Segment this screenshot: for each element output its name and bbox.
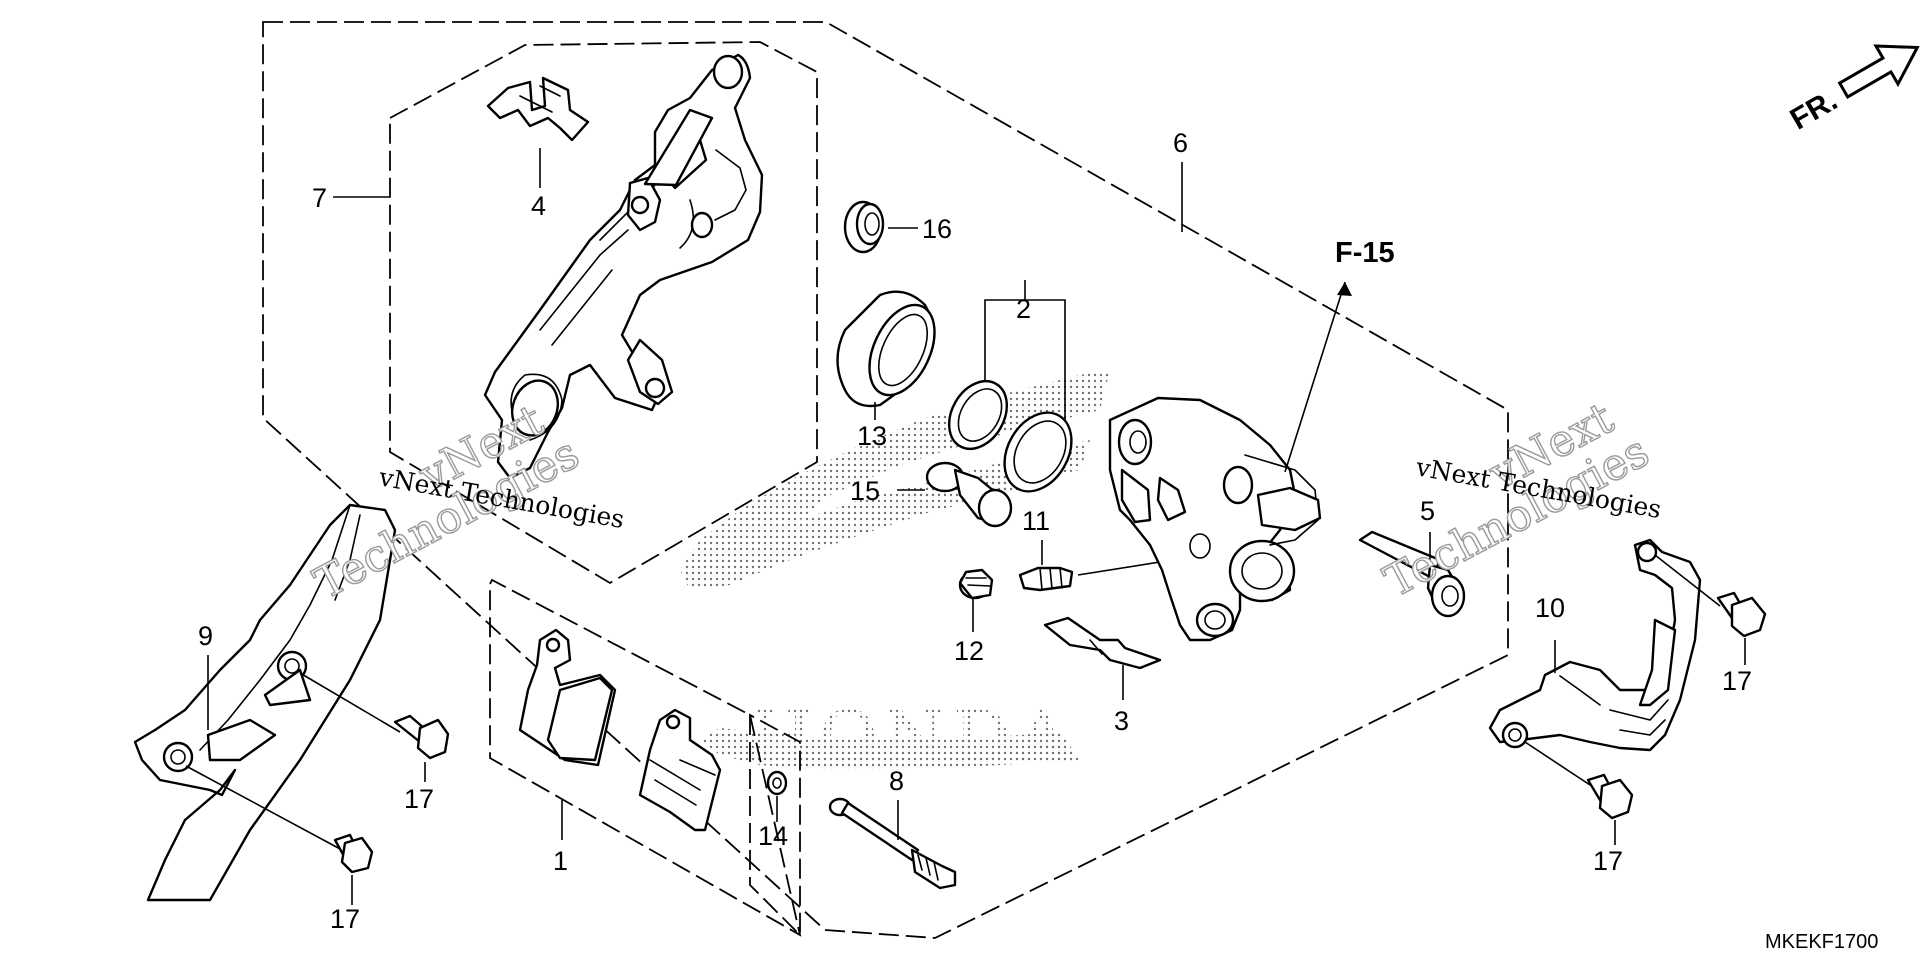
leader-9-bolt-b	[185, 765, 343, 851]
callout-5: 5	[1420, 496, 1435, 526]
callout-17a: 17	[404, 784, 434, 814]
disc-guard	[133, 503, 397, 902]
callout-11: 11	[1022, 506, 1050, 536]
callout-16: 16	[922, 214, 952, 244]
diagram-code: MKEKF1700	[1765, 931, 1878, 953]
brake-caliper-body	[1108, 396, 1322, 642]
leader-10-bolt-a	[1654, 554, 1721, 607]
pad-pin	[828, 797, 957, 890]
assembly-outline-6	[262, 21, 1509, 939]
callout-9: 9	[198, 621, 213, 651]
leader-10-bolt-b	[1524, 741, 1591, 786]
reference-label: F-15	[1335, 237, 1395, 269]
front-arrow-icon: FR.	[1785, 44, 1920, 137]
callout-8: 8	[889, 766, 904, 796]
callout-2: 2	[1016, 294, 1031, 324]
pad-spring-clip	[486, 76, 590, 142]
leader-f15-arrow	[1337, 282, 1352, 296]
boot-seal	[843, 200, 885, 254]
callout-17d: 17	[1593, 846, 1623, 876]
callout-7: 7	[312, 183, 327, 213]
assembly-outline-7	[389, 41, 818, 585]
assembly-outline-1	[489, 578, 802, 937]
piston-seals	[947, 380, 1073, 493]
callout-4: 4	[531, 191, 546, 221]
callout-12: 12	[954, 636, 984, 666]
callout-1: 1	[553, 846, 568, 876]
callout-17c: 17	[1722, 666, 1752, 696]
callout-17b: 17	[330, 904, 360, 934]
callout-6: 6	[1173, 128, 1188, 158]
callout-13: 13	[857, 421, 887, 451]
leader-f15	[1284, 281, 1346, 473]
hose-guard	[1488, 538, 1702, 752]
flange-bolt-b	[333, 833, 374, 874]
caliper-piston	[836, 290, 936, 408]
flange-bolt-a	[393, 714, 450, 760]
brand-watermark: HONDA	[750, 695, 1075, 779]
flange-bolt-c	[1716, 591, 1767, 638]
callout-10: 10	[1535, 593, 1565, 623]
pad-spring	[1043, 616, 1162, 670]
leader-9-bolt-a	[299, 672, 401, 733]
slide-pin	[925, 461, 1013, 528]
bleeder-screw	[1018, 566, 1074, 592]
callout-15: 15	[850, 476, 880, 506]
caliper-pin-bolt	[1358, 530, 1466, 618]
bleeder-cap	[958, 568, 994, 600]
flange-bolt-d	[1586, 773, 1634, 820]
callout-3: 3	[1114, 706, 1129, 736]
washer	[766, 770, 788, 796]
brake-pad	[518, 628, 722, 832]
callout-14: 14	[758, 821, 788, 851]
front-indicator-label: FR.	[1785, 84, 1843, 137]
caliper-bracket	[483, 53, 764, 480]
assembly-outline-14	[749, 713, 801, 938]
